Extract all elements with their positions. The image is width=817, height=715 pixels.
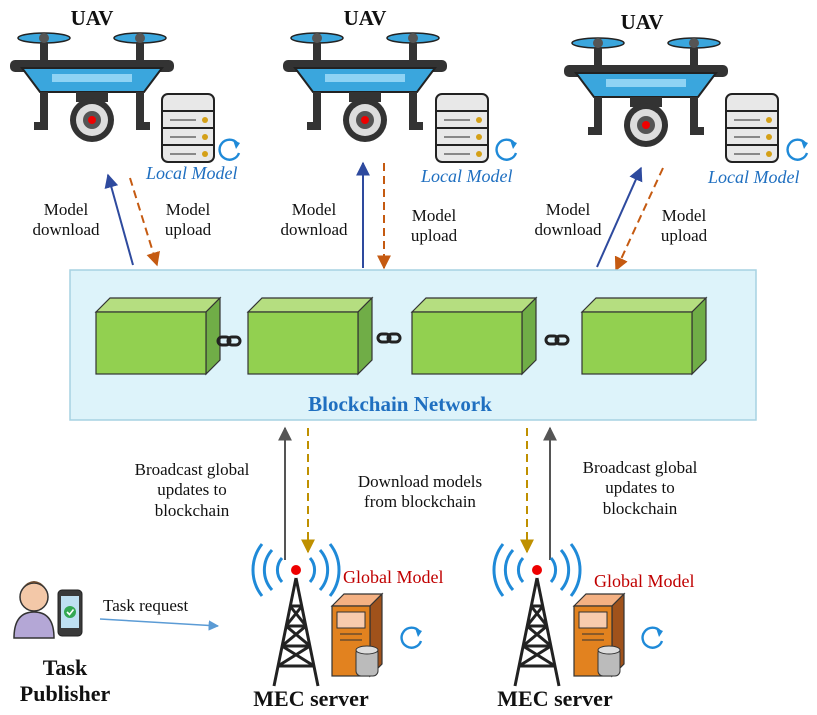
model-upload-label-2: Model upload [410, 206, 458, 246]
model-download-arrow-3 [596, 166, 643, 268]
blockchain-block-1 [95, 297, 221, 375]
mec-server-label-1: MEC server [253, 686, 369, 711]
uav-title-3: UAV [620, 10, 664, 34]
local-model-label-2: Local Model [421, 166, 513, 186]
task-request-arrow [99, 618, 220, 631]
local-model-label-1: Local Model [146, 163, 238, 183]
model-upload-arrow-1 [129, 177, 160, 267]
broadcast-label-2: Broadcast global updates to blockchain [582, 458, 698, 518]
uav-drone-icon-1 [10, 33, 174, 142]
task-request-label: Task request [103, 596, 189, 615]
local-database-icon-1 [161, 93, 215, 163]
model-upload-label-1: Model upload [164, 200, 212, 240]
model-download-label-2: Model download [280, 200, 348, 240]
mec-server-icon-1 [331, 593, 383, 677]
base-station-tower-icon-2 [492, 542, 582, 688]
local-model-label-3: Local Model [708, 167, 800, 187]
uav-drone-icon-2 [283, 33, 447, 142]
model-download-label-3: Model download [534, 200, 602, 240]
local-database-icon-3 [725, 93, 779, 163]
model-upload-arrow-3 [614, 167, 664, 272]
refresh-icon-4 [400, 626, 424, 649]
model-download-arrow-1 [104, 173, 134, 266]
uav-drone-icon-3 [564, 38, 728, 147]
refresh-icon-2 [495, 138, 519, 161]
refresh-icon-1 [218, 138, 242, 161]
blockchain-block-3 [411, 297, 537, 375]
refresh-icon-3 [786, 138, 810, 161]
model-upload-label-3: Model upload [660, 206, 708, 246]
broadcast-label-1: Broadcast global updates to blockchain [134, 460, 250, 520]
task-publisher-label: Task Publisher [19, 655, 111, 707]
base-station-tower-icon-1 [251, 542, 341, 688]
download-models-label: Download models from blockchain [357, 472, 483, 512]
global-model-label-1: Global Model [343, 567, 444, 587]
blockchain-block-4 [581, 297, 707, 375]
local-database-icon-2 [435, 93, 489, 163]
smartphone-icon [57, 589, 83, 637]
blockchain-block-2 [247, 297, 373, 375]
uav-title-2: UAV [343, 6, 387, 30]
global-model-label-2: Global Model [594, 571, 695, 591]
task-publisher-person-icon [13, 581, 55, 639]
blockchain-network-title: Blockchain Network [308, 392, 492, 416]
model-download-label-1: Model download [32, 200, 100, 240]
mec-server-label-2: MEC server [497, 686, 613, 711]
uav-title-1: UAV [70, 6, 114, 30]
mec-server-icon-2 [573, 593, 625, 677]
refresh-icon-5 [641, 626, 665, 649]
